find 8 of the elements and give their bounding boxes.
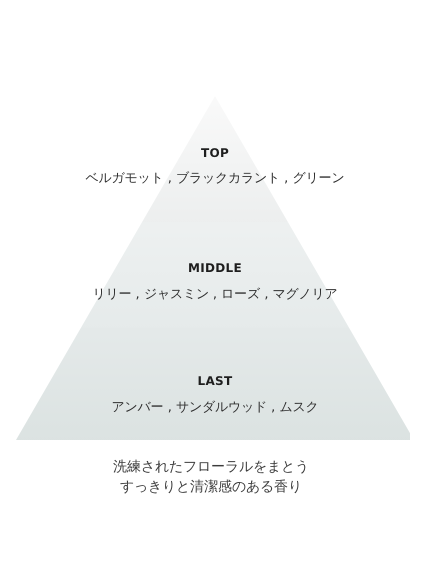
- note-list: リリー , ジャスミン , ローズ , マグノリア: [92, 287, 338, 304]
- tier-heading: LAST: [198, 374, 232, 388]
- tagline: 洗練されたフローラルをまとうすっきりと清潔感のある香り: [112, 458, 310, 497]
- tier-heading: MIDDLE: [188, 260, 242, 276]
- note-list: アンバー , サンダルウッド , ムスク: [112, 400, 318, 416]
- note-list: ベルガモット , ブラックカラント , グリーン: [86, 171, 344, 188]
- pyramid-tier: [78, 222, 352, 328]
- tier-heading: TOP: [200, 146, 230, 160]
